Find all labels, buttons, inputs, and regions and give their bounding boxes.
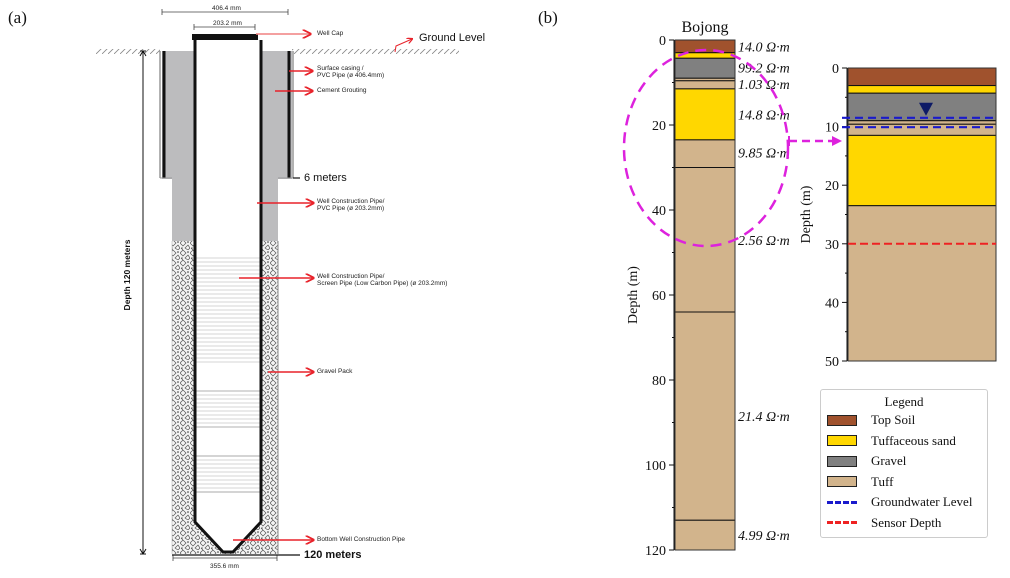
screen-pipe-slots — [196, 257, 260, 493]
layer-tuffaceous-sand — [847, 134, 997, 207]
label-gravel-pack: Gravel Pack — [317, 368, 353, 375]
y-axis-label: Depth (m) — [799, 185, 814, 243]
y-tick-label: 20 — [652, 119, 666, 134]
column-title: Bojong — [681, 19, 728, 36]
y-tick-label: 20 — [825, 179, 839, 194]
y-tick-label: 80 — [652, 374, 666, 389]
zoom-highlight-circle — [622, 48, 790, 248]
resistivity-label: 21.4 Ω·m — [738, 410, 790, 425]
well-construction-pipe — [193, 40, 263, 554]
legend-label: Sensor Depth — [871, 514, 942, 530]
legend-label: Tuff — [871, 473, 894, 489]
legend-swatch — [827, 435, 857, 447]
dim-top-inner: 203.2 mm — [213, 20, 242, 27]
resistivity-label: 9.85 Ω·m — [738, 147, 790, 162]
label-6-meters: 6 meters — [304, 172, 347, 184]
resistivity-label: 2.56 Ω·m — [738, 234, 790, 249]
resistivity-label: 99.2 Ω·m — [738, 62, 790, 77]
dim-top-outer: 406.4 mm — [212, 5, 241, 12]
legend-item-top-soil: Top Soil — [821, 410, 987, 431]
label-bottom-pipe: Bottom Well Construction Pipe — [317, 536, 406, 543]
y-tick-label: 10 — [825, 121, 839, 136]
label-pvc-2: PVC Pipe (ø 203.2mm) — [317, 205, 385, 212]
layer-tuff — [847, 205, 997, 362]
layer-tuff — [674, 519, 736, 551]
ground-hatch-right — [292, 49, 459, 54]
layer-tuff — [674, 80, 736, 90]
y-tick-label: 30 — [825, 238, 839, 253]
label-surface-casing-1: Surface casing / — [317, 65, 364, 72]
well-construction-diagram — [96, 9, 459, 561]
well-pipe-interior — [195, 38, 261, 552]
highlight-overlay — [622, 48, 842, 248]
y-tick-label: 120 — [645, 544, 666, 559]
y-tick-label: 100 — [645, 459, 666, 474]
zoom-arrow-head-icon — [832, 136, 842, 146]
y-axis-label: Depth (m) — [626, 266, 641, 324]
legend-dash-line — [827, 521, 857, 525]
panel-a-label: (a) — [8, 8, 27, 27]
legend-item-gravel: Gravel — [821, 451, 987, 472]
panel-b-label: (b) — [538, 8, 558, 27]
y-tick-label: 50 — [825, 355, 839, 370]
inset-column: 0 10 20 30 40 50 Depth (m) — [799, 62, 997, 370]
water-table-triangle-icon — [919, 102, 933, 116]
legend-swatch — [827, 455, 857, 467]
dim-bottom: 355.6 mm — [210, 563, 239, 570]
arrow-ground-level — [394, 39, 412, 53]
layer-tuff — [847, 123, 997, 136]
main-column: 0 20 40 60 80 100 120 Depth (m) Bojong 14.0 Ω·m 99… — [626, 19, 790, 559]
layer-tuff — [674, 167, 736, 313]
legend-label: Gravel — [871, 453, 907, 469]
legend-item-groundwater: Groundwater Level — [821, 492, 987, 513]
label-screen-1: Well Construction Pipe/ — [317, 273, 385, 280]
resistivity-label: 14.8 Ω·m — [738, 108, 790, 123]
layer-gravel — [674, 57, 736, 79]
label-120-meters: 120 meters — [304, 549, 362, 561]
y-tick-label: 0 — [832, 62, 839, 77]
resistivity-label: 4.99 Ω·m — [738, 529, 790, 544]
layer-tuff — [847, 120, 997, 125]
y-tick-label: 0 — [659, 34, 666, 49]
layer-tuff — [674, 139, 736, 168]
resistivity-label: 14.0 Ω·m — [738, 40, 790, 55]
legend-item-sensor: Sensor Depth — [821, 513, 987, 534]
label-surface-casing-2: PVC Pipe (ø 406.4mm) — [317, 72, 385, 79]
label-ground-level: Ground Level — [419, 32, 486, 44]
column-frame — [847, 67, 997, 362]
label-well-cap: Well Cap — [317, 30, 344, 37]
well-cap — [192, 34, 258, 40]
ground-hatch-left — [96, 49, 160, 54]
layer-tuffaceous-sand — [847, 85, 997, 94]
label-cement-grouting: Cement Grouting — [317, 87, 367, 94]
resistivity-label: 1.03 Ω·m — [738, 78, 790, 93]
column-frame — [674, 39, 736, 551]
layer-tuff — [674, 311, 736, 521]
layer-tuffaceous-sand — [674, 88, 736, 141]
y-tick-label: 60 — [652, 289, 666, 304]
legend-swatch — [827, 476, 857, 488]
legend-item-tuff: Tuff — [821, 472, 987, 493]
layer-top-soil — [847, 67, 997, 87]
legend-dash-line — [827, 500, 857, 504]
y-tick-label: 40 — [652, 204, 666, 219]
legend-swatch — [827, 414, 857, 426]
y-tick-label: 40 — [825, 296, 839, 311]
legend-label: Top Soil — [871, 412, 916, 428]
legend-item-tuffaceous-sand: Tuffaceous sand — [821, 431, 987, 452]
legend-title: Legend — [884, 394, 924, 409]
legend-label: Groundwater Level — [871, 494, 973, 510]
label-pvc-1: Well Construction Pipe/ — [317, 198, 385, 205]
label-screen-2: Screen Pipe (Low Carbon Pipe) (ø 203.2mm… — [317, 280, 448, 287]
legend-label: Tuffaceous sand — [871, 432, 956, 448]
